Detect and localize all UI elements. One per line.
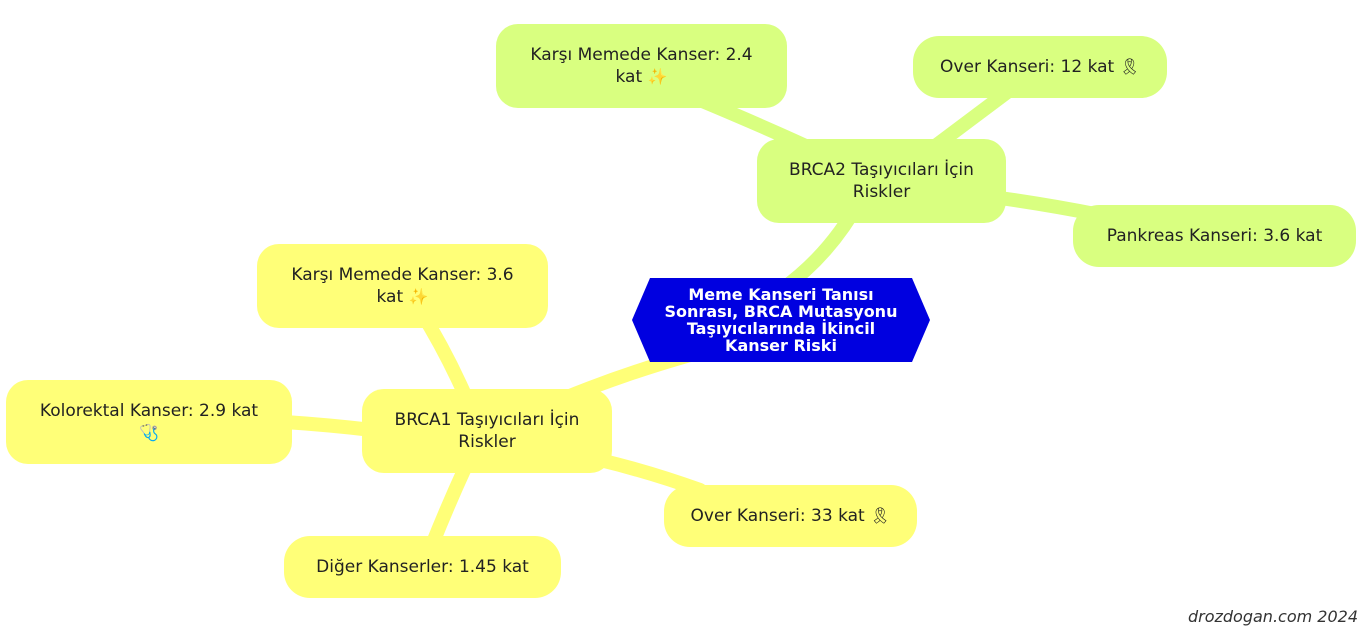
root-line-1: Meme Kanseri Tanısı [688, 285, 874, 304]
brca1-other-cancers-node[interactable]: Diğer Kanserler: 1.45 kat [284, 536, 561, 598]
brca1-colorectal-label: Kolorektal Kanser: 2.9 kat [39, 401, 259, 421]
brca1-contralateral-line-2: kat [376, 287, 404, 307]
root-line-4: Kanser Riski [725, 336, 837, 355]
brca2-contralateral-node[interactable]: Karşı Memede Kanser: 2.4 kat ✨ [496, 24, 787, 108]
root-node[interactable]: Meme Kanseri Tanısı Sonrası, BRCA Mutasy… [632, 278, 930, 362]
ribbon-icon: 🎗 [1119, 57, 1140, 76]
brca1-colorectal-node[interactable]: Kolorektal Kanser: 2.9 kat 🩺 [6, 380, 292, 464]
brca1-other-cancers-label: Diğer Kanserler: 1.45 kat [316, 557, 529, 577]
brca1-ovarian-node[interactable]: Over Kanseri: 33 kat 🎗 [664, 485, 917, 547]
ribbon-icon: 🎗 [870, 506, 891, 525]
brca1-label-line-2: Riskler [458, 432, 516, 452]
brca1-label-line-1: BRCA1 Taşıyıcıları İçin [394, 410, 580, 430]
root-hexagon-shape [632, 278, 930, 362]
brca1-risks-node[interactable]: BRCA1 Taşıyıcıları İçin Riskler [362, 389, 612, 473]
brca2-risks-node[interactable]: BRCA2 Taşıyıcıları İçin Riskler [757, 139, 1006, 223]
root-node-label: Meme Kanseri Tanısı Sonrası, BRCA Mutasy… [660, 278, 902, 362]
sparkles-icon: ✨ [647, 67, 668, 86]
brca1-ovarian-label: Over Kanseri: 33 kat [690, 506, 865, 526]
brca2-pancreatic-node[interactable]: Pankreas Kanseri: 3.6 kat [1073, 205, 1356, 267]
brca2-ovarian-label: Over Kanseri: 12 kat [940, 57, 1115, 77]
brca2-ovarian-node[interactable]: Over Kanseri: 12 kat 🎗 [913, 36, 1167, 98]
brca2-label-line-2: Riskler [852, 182, 911, 202]
stethoscope-icon: 🩺 [139, 423, 159, 442]
edge-brca1-colorectal [278, 415, 379, 437]
brca2-contralateral-line-2: kat [615, 67, 643, 87]
root-line-3: Taşıyıcılarında İkincil [686, 319, 876, 338]
root-line-2: Sonrası, BRCA Mutasyonu [664, 302, 898, 321]
watermark-text: drozdogan.com 2024 [1187, 607, 1358, 626]
edge-brca1-other [425, 461, 472, 552]
brca2-pancreatic-label: Pankreas Kanseri: 3.6 kat [1106, 226, 1323, 246]
brca1-contralateral-line-1: Karşı Memede Kanser: 3.6 [291, 265, 514, 285]
brca2-label-line-1: BRCA2 Taşıyıcıları İçin [789, 160, 974, 180]
sparkles-icon: ✨ [408, 287, 429, 306]
brca1-contralateral-node[interactable]: Karşı Memede Kanser: 3.6 kat ✨ [257, 244, 548, 328]
brca2-contralateral-line-1: Karşı Memede Kanser: 2.4 [530, 45, 753, 65]
